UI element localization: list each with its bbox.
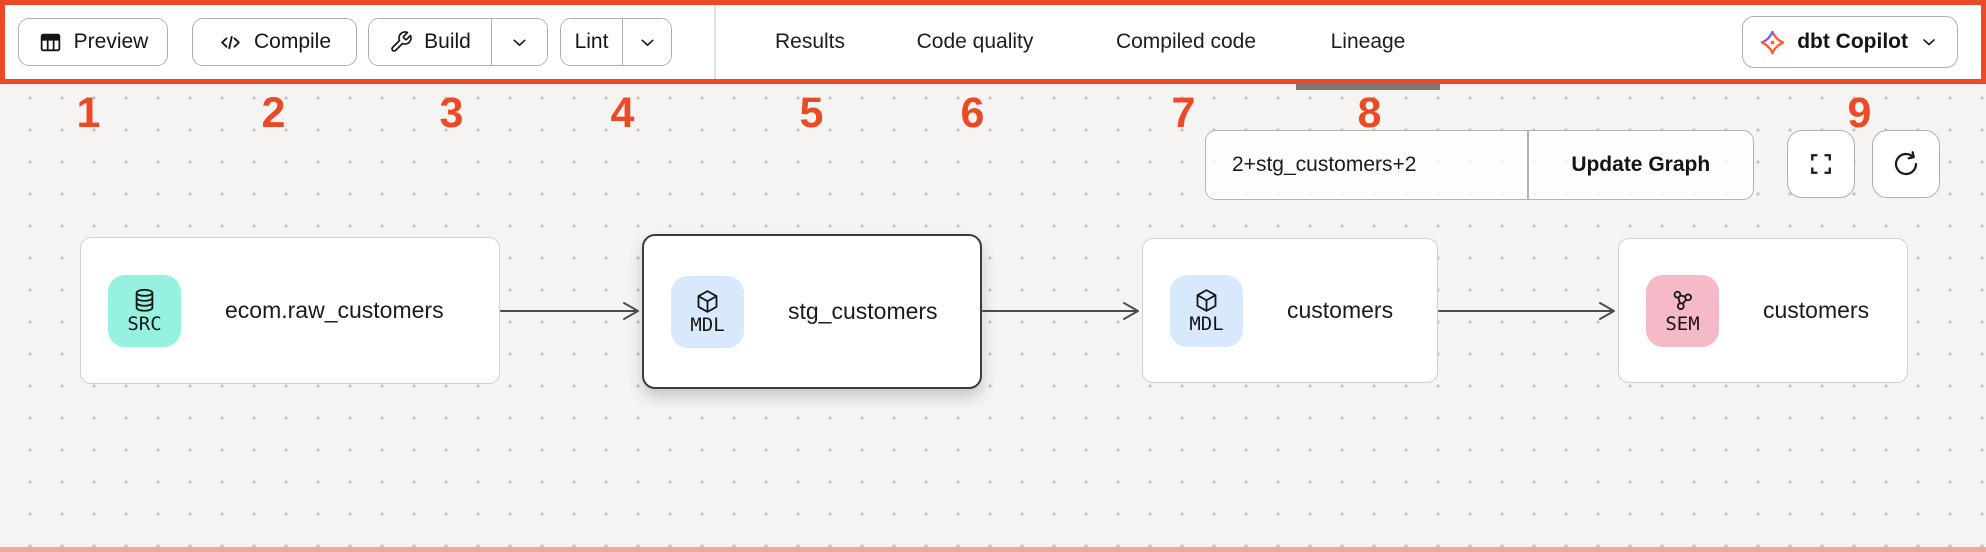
lineage-node-customers-model[interactable]: MDL customers xyxy=(1142,238,1438,383)
node-label: customers xyxy=(1763,297,1870,323)
tab-compiled-code[interactable]: Compiled code xyxy=(1116,0,1256,84)
fullscreen-button[interactable] xyxy=(1787,130,1855,198)
callout-9: 9 xyxy=(1847,89,1872,137)
refresh-icon xyxy=(1891,149,1921,179)
badge-label: MDL xyxy=(1189,312,1224,335)
badge-label: SRC xyxy=(127,312,162,335)
lineage-node-raw-customers[interactable]: SRC ecom.raw_customers xyxy=(80,237,500,384)
refresh-graph-button[interactable] xyxy=(1872,130,1940,198)
table-icon xyxy=(38,30,63,55)
update-graph-button[interactable]: Update Graph xyxy=(1529,131,1754,199)
build-button-label: Build xyxy=(424,30,471,53)
preview-button[interactable]: Preview xyxy=(18,18,168,66)
fullscreen-icon xyxy=(1807,150,1835,178)
badge-label: SEM xyxy=(1665,312,1700,335)
dbt-copilot-button[interactable]: dbt Copilot xyxy=(1742,16,1958,68)
chevron-down-icon xyxy=(509,32,530,53)
callout-7: 7 xyxy=(1171,89,1196,137)
build-button[interactable]: Build xyxy=(369,19,491,65)
compile-button[interactable]: Compile xyxy=(192,18,357,66)
chevron-down-icon xyxy=(637,32,658,53)
node-label: ecom.raw_customers xyxy=(225,297,444,323)
build-split-button: Build xyxy=(368,18,548,66)
compile-button-label: Compile xyxy=(253,30,332,53)
preview-button-label: Preview xyxy=(73,30,149,53)
ide-toolbar: Preview Compile Build xyxy=(0,0,1986,90)
lint-button[interactable]: Lint xyxy=(561,19,622,65)
cube-icon xyxy=(694,288,721,315)
callout-8: 8 xyxy=(1357,89,1382,137)
lint-button-label: Lint xyxy=(574,30,609,53)
active-tab-indicator xyxy=(1296,80,1440,90)
semantic-model-icon xyxy=(1669,287,1696,314)
cube-icon xyxy=(1193,287,1220,314)
selector-input[interactable]: 2+stg_customers+2 xyxy=(1232,153,1417,176)
lineage-node-customers-semantic[interactable]: SEM customers xyxy=(1618,238,1908,383)
build-dropdown-button[interactable] xyxy=(491,19,547,65)
source-badge: SRC xyxy=(108,274,181,347)
dbt-copilot-label: dbt Copilot xyxy=(1797,30,1908,53)
database-icon xyxy=(131,287,158,314)
callout-3: 3 xyxy=(439,89,464,137)
tab-code-quality-label: Code quality xyxy=(916,30,1034,53)
tab-results[interactable]: Results xyxy=(775,0,845,84)
selector-divider xyxy=(1527,131,1529,199)
lineage-node-stg-customers[interactable]: MDL stg_customers xyxy=(642,234,982,389)
callout-4: 4 xyxy=(610,89,635,137)
node-label: customers xyxy=(1287,297,1394,323)
model-badge: MDL xyxy=(671,275,744,348)
lint-dropdown-button[interactable] xyxy=(622,19,671,65)
callout-2: 2 xyxy=(261,89,286,137)
node-label: stg_customers xyxy=(788,298,938,324)
code-icon xyxy=(218,30,243,55)
tab-code-quality[interactable]: Code quality xyxy=(917,0,1034,84)
toolbar-divider xyxy=(714,0,716,84)
badge-label: MDL xyxy=(690,313,725,336)
tab-compiled-code-label: Compiled code xyxy=(1115,30,1257,53)
callout-6: 6 xyxy=(960,89,985,137)
wrench-icon xyxy=(389,30,413,54)
dbt-logo-icon xyxy=(1759,29,1786,56)
semantic-model-badge: SEM xyxy=(1646,274,1719,347)
chevron-down-icon xyxy=(1919,32,1939,52)
tab-lineage[interactable]: Lineage xyxy=(1331,0,1406,84)
model-badge: MDL xyxy=(1170,274,1243,347)
lineage-selector-bar: 2+stg_customers+2 Update Graph xyxy=(1205,130,1754,200)
lint-split-button: Lint xyxy=(560,18,672,66)
callout-5: 5 xyxy=(799,89,824,137)
bottom-annotation-edge xyxy=(0,547,1986,552)
callout-1: 1 xyxy=(76,89,101,137)
tab-lineage-label: Lineage xyxy=(1330,30,1406,53)
tab-results-label: Results xyxy=(774,30,846,53)
